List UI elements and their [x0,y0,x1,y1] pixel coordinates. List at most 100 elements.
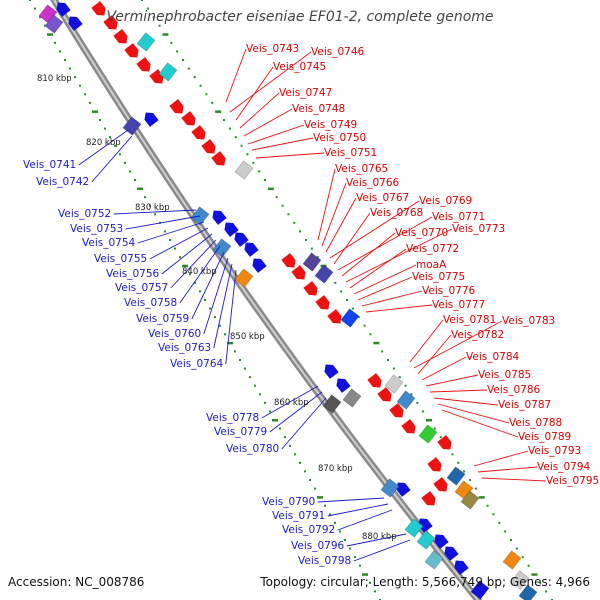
kbp-tick-label: 810 kbp [37,74,72,84]
forward-gene-label: Veis_0782 [451,329,504,341]
reverse-leader-line [137,221,205,244]
gc-dot [463,470,466,473]
gene-box-shape [416,530,436,550]
gc-dot [240,144,243,147]
forward-leader-line [243,108,293,137]
gc-dot [79,84,81,87]
forward-gene-label: Veis_0771 [432,211,485,223]
forward-gene-arrow [201,139,216,154]
gc-dot [504,530,507,533]
gene-arrow-shape [103,15,118,30]
gc-dot [154,213,156,216]
gene-arrow-shape [234,232,249,247]
gc-dot [234,136,237,139]
gene-arrow-shape [303,281,318,296]
reverse-leader-line [269,391,323,433]
gc-dot [137,187,143,191]
forward-gene-arrow [433,477,448,492]
gc-dot [39,16,41,19]
reverse-leader-line [161,233,213,275]
reverse-leader-line [78,129,129,166]
gene-box-shape [460,490,480,510]
forward-leader-line [441,409,519,438]
reverse-leader-line [113,209,197,215]
gene-box [340,308,360,328]
reverse-gene-label: Veis_0759 [136,313,189,325]
gene-box [302,252,322,272]
gc-dot [334,521,336,524]
reverse-gene-label: Veis_0742 [36,176,89,188]
gene-box-shape [446,466,466,486]
forward-gene-label: Veis_0775 [412,271,465,283]
forward-gene-arrow [367,373,382,388]
gc-dot [174,247,176,250]
forward-leader-line [481,477,547,482]
gene-arrow-shape [454,560,469,575]
forward-leader-line [409,319,444,363]
gene-box-shape [418,424,438,444]
gc-dot [54,41,56,44]
gene-arrow-shape [56,2,71,17]
forward-leader-line [437,403,510,424]
reverse-gene-arrow [224,222,239,237]
gene-box-shape [384,374,404,394]
gc-dot [369,581,371,584]
reverse-gene-arrow [234,232,249,247]
gc-dot [498,521,501,524]
reverse-gene-label: Veis_0798 [298,555,351,567]
forward-gene-label: Veis_0766 [346,177,400,189]
gc-dot [404,384,407,387]
reverse-gene-arrow [336,378,351,393]
gc-dot [224,333,226,336]
gc-dot [294,453,296,456]
gc-dot [239,359,241,361]
forward-leader-line [357,276,413,301]
forward-leader-line [421,356,467,381]
gc-dot [521,556,524,559]
gc-dot [146,7,149,10]
gene-box [136,32,156,52]
kbp-tick-label: 840 kbp [182,267,217,277]
gc-dot [144,196,146,199]
forward-leader-line [365,304,433,313]
gene-arrow-shape [169,99,184,114]
gc-dot [193,76,196,79]
gene-box [44,14,64,34]
gene-box [502,550,522,570]
gc-dot [362,573,368,576]
forward-gene-label: Veis_0784 [466,351,520,363]
forward-leader-line [317,168,336,241]
gc-dot [398,376,401,379]
gene-arrow-shape [444,546,459,561]
gc-dot [92,110,98,113]
reverse-gene-arrow [444,546,459,561]
reverse-gene-label: Veis_0780 [226,443,279,455]
gc-dot [289,444,291,447]
gc-dot [346,299,348,301]
forward-gene-arrow [315,295,330,310]
gc-dot [104,127,106,130]
reverse-leader-line [337,509,393,531]
reverse-gene-label: Veis_0764 [170,358,224,370]
gc-dot [457,461,460,464]
forward-gene-arrow [124,43,139,58]
gene-box [322,394,342,414]
forward-leader-line [325,197,357,253]
forward-gene-label: Veis_0795 [546,475,599,487]
forward-gene-arrow [181,111,196,126]
reverse-gene-arrow [252,258,267,273]
gc-dot [293,221,296,224]
gene-box-shape [314,264,334,284]
gc-dot [215,110,222,113]
gene-box [384,374,404,394]
gene-arrow-shape [144,112,159,127]
gene-arrow-shape [389,403,404,418]
forward-gene-label: Veis_0743 [246,43,299,55]
reverse-leader-line [353,539,411,562]
forward-gene-label: Veis_0746 [311,46,365,58]
forward-gene-label: Veis_0750 [313,132,366,144]
forward-gene-arrow [421,491,436,506]
gc-dot [359,564,361,567]
gc-dot [162,33,169,36]
